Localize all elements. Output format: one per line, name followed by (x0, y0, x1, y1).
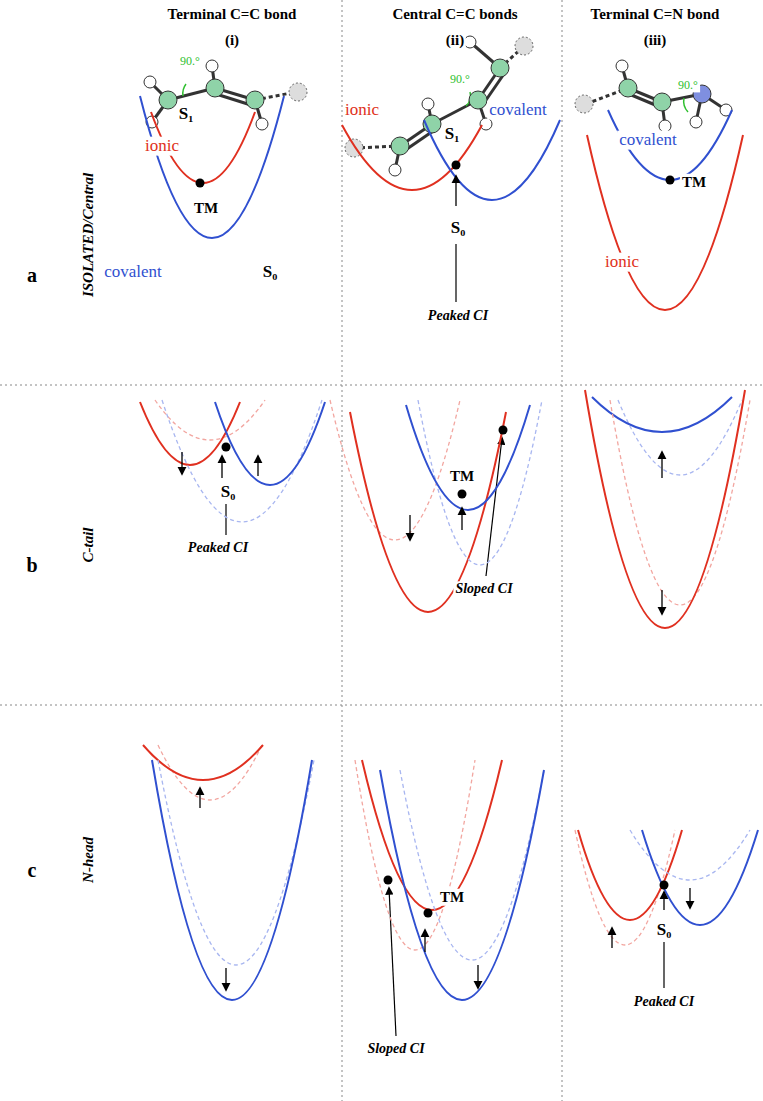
angle-label: 90.° (448, 73, 472, 86)
energy-curve (424, 120, 560, 200)
crossing-point (660, 881, 669, 890)
curve-label: ionic (143, 137, 181, 156)
energy-curve (215, 402, 325, 485)
shift-arrow (199, 788, 200, 808)
curve-label: covalent (487, 101, 549, 120)
shift-arrow (689, 888, 690, 908)
state-label: S₁ (443, 125, 462, 144)
molecule-terminal-cc (144, 60, 307, 130)
curve-label: covalent (102, 263, 164, 282)
energy-curve (587, 135, 743, 310)
shift-arrow (455, 176, 456, 206)
row-title: ISOLATED/Central (80, 171, 97, 299)
energy-curve (608, 110, 732, 180)
shift-arrow (181, 452, 182, 474)
shift-arrow (663, 892, 664, 910)
shift-arrow (661, 452, 662, 478)
crossing-point (458, 490, 467, 499)
energy-curve (158, 760, 314, 965)
point-label: Peaked CI (426, 308, 490, 323)
energy-curve (140, 96, 284, 238)
shift-arrow (424, 930, 425, 952)
column-header: Terminal C=N bond (589, 6, 722, 23)
row-letter: b (24, 554, 39, 576)
crossing-point (384, 876, 393, 885)
row-letter: c (26, 859, 39, 881)
point-label: TM (448, 468, 476, 485)
column-header: Terminal C=C bond (166, 6, 299, 23)
energy-curve (630, 830, 750, 880)
molecule-terminal-cn (575, 60, 732, 132)
crossing-point (196, 179, 205, 188)
leader-lines (226, 244, 664, 1036)
energy-curve (585, 390, 745, 628)
point-label: Sloped CI (453, 581, 514, 596)
energy-curve (400, 770, 544, 960)
column-number: (iii) (642, 32, 669, 49)
shift-arrow (611, 928, 612, 948)
energy-curve (380, 770, 544, 1000)
point-label: TM (680, 174, 708, 191)
row-title: N-head (80, 835, 97, 885)
state-label: S₀ (655, 921, 674, 940)
crossing-point (424, 909, 433, 918)
shift-arrow (257, 456, 258, 476)
crossing-point (222, 443, 231, 452)
curve-label: ionic (603, 253, 641, 272)
column-number: (i) (223, 32, 241, 49)
energy-curve (342, 125, 482, 190)
shift-arrow (409, 515, 410, 540)
curve-label: covalent (617, 131, 679, 150)
shift-arrow (221, 456, 222, 478)
state-label: S₀ (261, 263, 280, 282)
column-number: (ii) (444, 32, 466, 49)
curve-label: ionic (343, 101, 381, 120)
angle-label: 90.° (178, 55, 202, 68)
energy-curve (578, 830, 682, 920)
point-label: TM (192, 200, 220, 217)
state-label: S₀ (219, 483, 238, 502)
energy-curve (155, 400, 265, 440)
point-label: Sloped CI (365, 1041, 426, 1056)
row-letter: a (25, 264, 39, 286)
shift-arrow (477, 965, 478, 988)
energy-curve (406, 405, 530, 510)
energy-curve (162, 400, 322, 522)
shift-arrow (461, 508, 462, 530)
energy-curve (330, 400, 460, 540)
energy-curve (140, 402, 240, 465)
state-label: S₀ (449, 219, 468, 238)
crossing-point (452, 161, 461, 170)
shift-arrow (225, 968, 226, 990)
state-label: S₁ (177, 105, 196, 124)
angle-label: 90.° (676, 79, 700, 92)
point-label: TM (438, 889, 466, 906)
energy-curve (642, 830, 758, 925)
point-label: Peaked CI (186, 540, 250, 555)
crossing-point (666, 176, 675, 185)
row-title: C-tail (80, 525, 97, 564)
energy-curve (618, 400, 742, 475)
energy-curve (610, 400, 750, 605)
column-header: Central C=C bonds (390, 6, 519, 23)
point-label: Peaked CI (632, 994, 696, 1009)
energy-curve (152, 760, 312, 1000)
crossing-point (499, 426, 508, 435)
energy-curve (575, 830, 675, 945)
shift-arrow (661, 590, 662, 614)
